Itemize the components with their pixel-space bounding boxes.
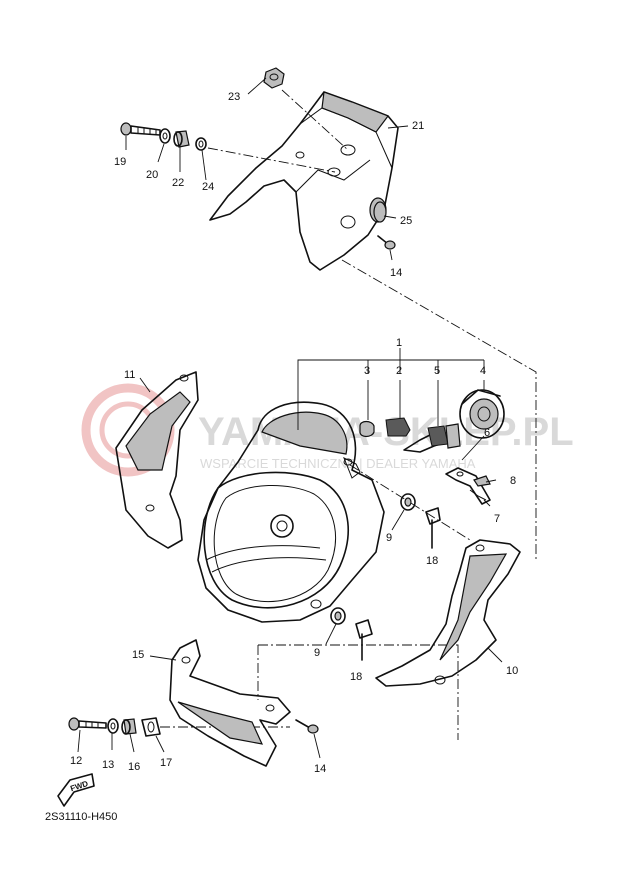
callout-25: 25 [400, 215, 412, 227]
callout-19: 19 [114, 156, 126, 168]
watermark-title: YAMAHA-SKLEP.PL [198, 410, 574, 454]
callout-21: 21 [412, 120, 424, 132]
part-20-washer [159, 128, 171, 144]
callout-15: 15 [132, 649, 144, 661]
callout-labels: 23 21 19 20 22 24 25 14 1 3 2 5 4 11 6 8… [70, 91, 518, 775]
callout-11: 11 [124, 369, 135, 381]
callout-20: 20 [146, 169, 158, 181]
part-8-screw [473, 475, 491, 487]
part-24-grommet [195, 137, 207, 151]
part-12-bolt [68, 717, 107, 731]
part-2-bulb-socket [385, 380, 411, 437]
part-21-headlight-bracket [209, 91, 399, 271]
part-10-side-cover [375, 539, 521, 687]
part-19-bolt [120, 122, 161, 136]
part-7-spring [469, 489, 487, 501]
callout-13: 13 [102, 759, 114, 771]
watermark-subtitle: WSPARCIE TECHNICZNE | DEALER YAMAHA [200, 456, 476, 471]
callout-22: 22 [172, 177, 184, 189]
part-15-stay [169, 639, 291, 767]
callout-17: 17 [160, 757, 172, 769]
callout-16: 16 [128, 761, 140, 773]
diagram-code: 2S31110-H450 [45, 811, 118, 823]
callout-18-upper: 18 [426, 555, 438, 567]
callout-9-upper: 9 [386, 532, 392, 544]
callout-14-lower: 14 [314, 763, 326, 775]
callout-18-lower: 18 [350, 671, 362, 683]
part-13-washer [107, 718, 119, 734]
callout-23: 23 [228, 91, 240, 103]
part-25-cover [373, 201, 387, 223]
part-22-collar [173, 130, 190, 148]
part-17-damper [141, 717, 161, 737]
callout-1-bracket [297, 348, 485, 430]
callout-6: 6 [484, 427, 490, 439]
part-14-bolt-lower [295, 719, 319, 734]
part-23-nut [263, 67, 285, 89]
part-18-collar-lower [355, 619, 373, 661]
callout-3: 3 [364, 365, 370, 377]
callout-2: 2 [396, 365, 402, 377]
callout-7: 7 [494, 513, 500, 525]
callout-12: 12 [70, 755, 82, 767]
part-5-headlight-bulb [403, 380, 461, 453]
part-4-bulb-cover [459, 380, 505, 439]
fwd-arrow-icon: FWD [57, 773, 95, 807]
part-1-headlight-unit [197, 401, 385, 623]
part-16-collar [121, 718, 137, 735]
callout-4: 4 [480, 365, 486, 377]
part-18-collar-upper [425, 507, 441, 549]
callout-8: 8 [510, 475, 516, 487]
leader-lines [77, 77, 503, 759]
part-14-bolt-upper [377, 235, 396, 250]
part-3-position-bulb [359, 380, 375, 438]
watermark: YAMAHA-SKLEP.PL WSPARCIE TECHNICZNE | DE… [81, 383, 574, 477]
callout-10: 10 [506, 665, 518, 677]
part-9-grommet-upper [400, 493, 416, 511]
callout-5: 5 [434, 365, 440, 377]
callout-1: 1 [396, 337, 402, 349]
callout-24: 24 [202, 181, 214, 193]
callout-9-lower: 9 [314, 647, 320, 659]
part-11-side-cover [115, 371, 199, 549]
part-9-grommet-lower [330, 607, 346, 625]
assembly-guides [160, 89, 537, 740]
callout-14-upper: 14 [390, 267, 402, 279]
